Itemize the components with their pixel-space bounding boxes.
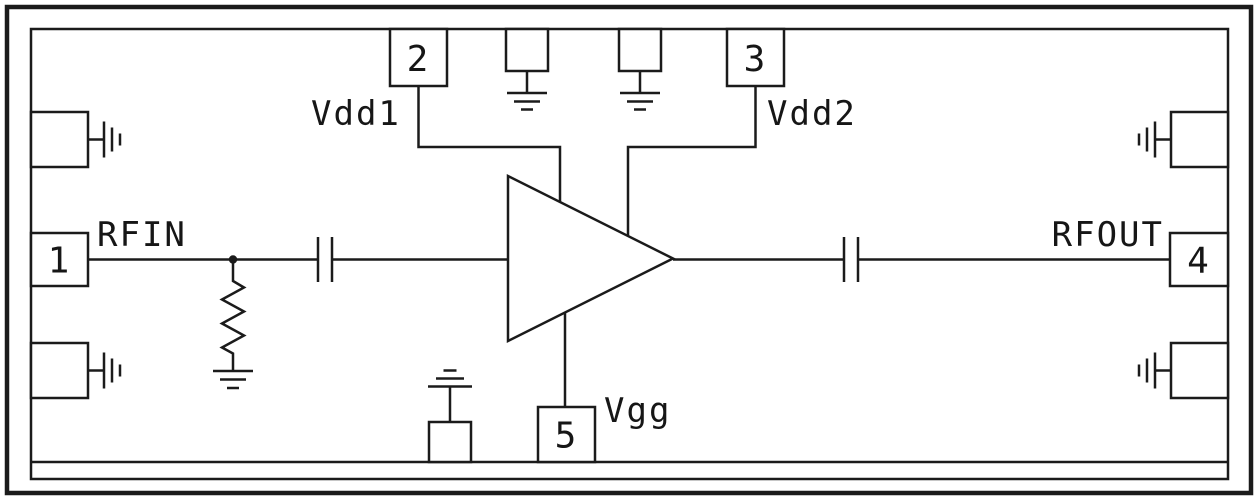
- bond-pad: [1169, 110, 1230, 169]
- bond-pad: [29, 110, 90, 169]
- vdd2-label: Vdd2: [767, 94, 857, 134]
- vdd1-wire: [417, 86, 562, 203]
- rfin-label: RFIN: [97, 215, 187, 255]
- corner-pad-top-right: [1137, 110, 1230, 169]
- corner-pad-top-left: [29, 110, 122, 169]
- ground-icon: [620, 71, 660, 111]
- vdd2-wire: [626, 86, 757, 237]
- bond-pad: [1169, 341, 1230, 400]
- pin-5-box: [536, 405, 597, 464]
- ground-icon: [88, 121, 122, 158]
- pin-3: 3: [725, 27, 786, 88]
- resistor-ground-icon: [213, 369, 253, 390]
- ground-icon: [507, 71, 547, 111]
- outer-border: [4, 4, 1254, 496]
- rf-input-path: [88, 237, 508, 390]
- vgg-label: Vgg: [604, 391, 671, 431]
- corner-pad-bottom-left: [29, 341, 122, 400]
- pin-5-number: 5: [555, 416, 579, 457]
- corner-pad-bottom-right: [1137, 341, 1230, 400]
- rf-output-path: [673, 237, 1170, 282]
- pin-4-box: [1168, 231, 1230, 288]
- ground-icon: [1137, 121, 1171, 158]
- pin-2-box: [388, 27, 449, 88]
- rfout-label: RFOUT: [1052, 215, 1164, 255]
- bond-pad: [427, 420, 473, 464]
- pin-4: 4: [1168, 231, 1230, 288]
- input-dc-block-capacitor-icon: [316, 237, 334, 282]
- ground-icon: [428, 369, 472, 422]
- output-dc-block-capacitor-icon: [842, 237, 860, 282]
- pin-4-number: 4: [1187, 241, 1211, 282]
- vdd1-label: Vdd1: [311, 94, 401, 134]
- top-ground-pad-right: [617, 27, 663, 111]
- pin-2-number: 2: [407, 39, 431, 80]
- bottom-ground-pad: [427, 369, 473, 464]
- pin-3-number: 3: [744, 39, 768, 80]
- pin-3-box: [725, 27, 786, 88]
- pin-2: 2: [388, 27, 449, 88]
- top-ground-pad-left: [504, 27, 550, 111]
- bond-pad: [504, 27, 550, 73]
- bond-pad: [617, 27, 663, 73]
- bond-pad: [29, 341, 90, 400]
- shunt-resistor-icon: [219, 259, 247, 371]
- pin-1-box: [29, 231, 90, 288]
- pin-5: 5: [536, 405, 597, 464]
- pin-1-number: 1: [48, 241, 72, 282]
- ground-icon: [1137, 352, 1171, 389]
- amplifier-triangle: [506, 173, 676, 344]
- pin-1: 1: [29, 231, 90, 288]
- ground-icon: [88, 352, 122, 389]
